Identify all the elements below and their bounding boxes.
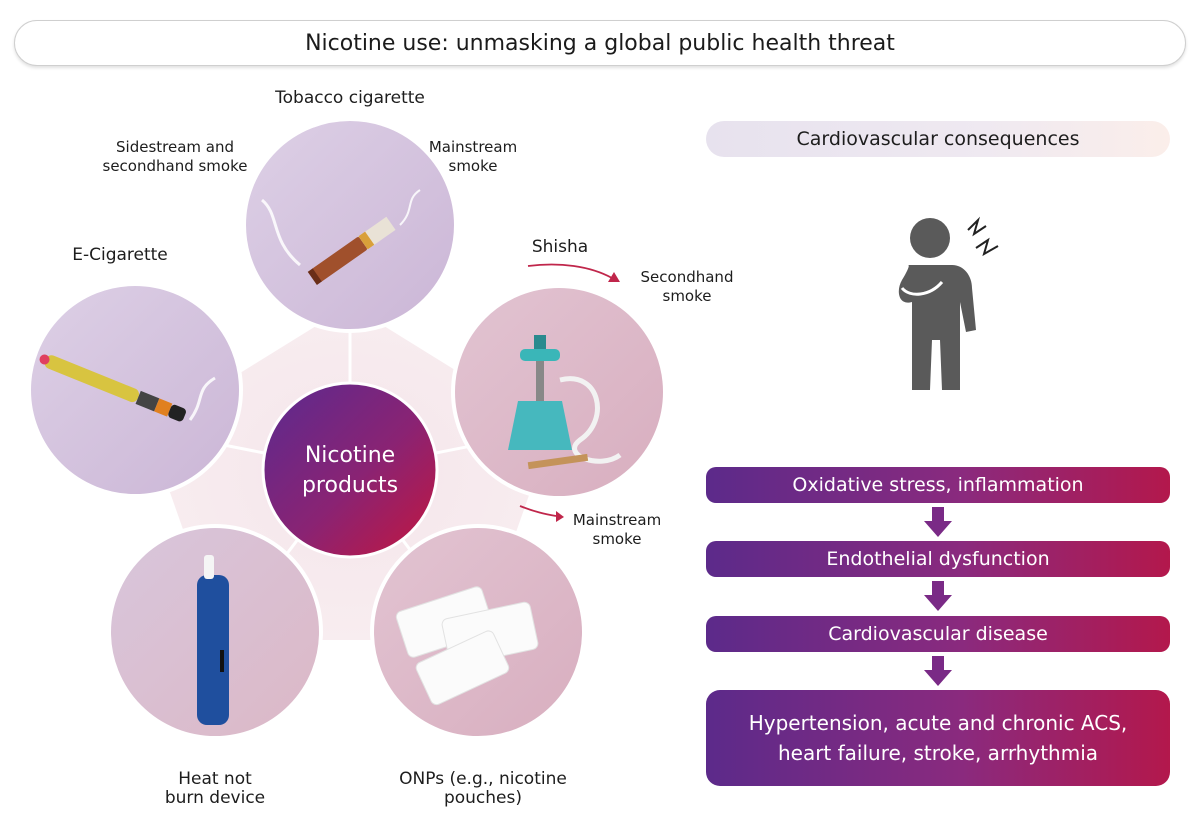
- sidestream-line-1: Sidestream and: [116, 138, 234, 156]
- heat-line-2: burn device: [164, 788, 266, 808]
- smoke-icon: [399, 189, 421, 226]
- heat-line-1: Heat not: [178, 769, 252, 789]
- heat-label: Heat not burn device: [135, 770, 295, 808]
- shisha-main-line-2: smoke: [592, 530, 642, 548]
- down-arrow-icon: [924, 581, 952, 611]
- sidestream-label: Sidestream and secondhand smoke: [90, 138, 260, 176]
- down-arrow-icon: [924, 507, 952, 537]
- cv-step-disease: Cardiovascular disease: [706, 616, 1170, 652]
- down-arrow-icon: [924, 656, 952, 686]
- onp-line-1: ONPs (e.g., nicotine: [399, 769, 567, 789]
- center-circle: [261, 381, 439, 559]
- cv-step-2-text: Endothelial dysfunction: [826, 548, 1050, 570]
- secondhand-line-2: smoke: [662, 287, 712, 305]
- tobacco-label: Tobacco cigarette: [250, 89, 450, 108]
- cv-outcomes-line-1: Hypertension, acute and chronic ACS,: [748, 711, 1128, 735]
- center-line-2: products: [301, 473, 399, 498]
- center-line-1: Nicotine: [304, 443, 396, 468]
- tobacco-text: Tobacco cigarette: [275, 88, 425, 108]
- mainstream-arrow: [519, 505, 557, 517]
- mainstream-line-2: smoke: [448, 157, 498, 175]
- mainstream-arrow-head: [556, 511, 564, 522]
- secondhand-arrow: [527, 263, 613, 279]
- shisha-mainstream-label: Mainstream smoke: [562, 511, 672, 549]
- secondhand-arrow-head: [608, 272, 620, 282]
- shisha-circle: [451, 284, 667, 500]
- smoke-icon: [188, 376, 216, 421]
- shisha-icon: [508, 335, 622, 470]
- smoke-icon: [260, 198, 301, 267]
- cv-outcomes-line-2: heart failure, stroke, arrhythmia: [777, 741, 1099, 765]
- title-bar: Nicotine use: unmasking a global public …: [14, 20, 1186, 66]
- onp-label: ONPs (e.g., nicotine pouches): [368, 770, 598, 808]
- shisha-text: Shisha: [531, 237, 589, 257]
- pouch-icon: [395, 586, 539, 706]
- page-title: Nicotine use: unmasking a global public …: [305, 30, 895, 56]
- ecig-icon: [39, 354, 186, 422]
- secondhand-label: Secondhand smoke: [632, 268, 742, 306]
- shisha-main-line-1: Mainstream: [572, 511, 662, 529]
- mainstream-line-1: Mainstream: [428, 138, 518, 156]
- cigarette-icon: [307, 216, 396, 285]
- center-label: Nicotine products: [265, 392, 435, 550]
- heat-device-icon: [197, 555, 229, 725]
- mainstream-label: Mainstream smoke: [418, 138, 528, 176]
- onp-line-2: pouches): [443, 788, 523, 808]
- secondhand-line-1: Secondhand: [640, 268, 734, 286]
- tobacco-circle: [242, 117, 458, 333]
- ecig-text: E-Cigarette: [72, 245, 168, 265]
- cv-step-3-text: Cardiovascular disease: [828, 623, 1048, 645]
- cv-step-endothelial: Endothelial dysfunction: [706, 541, 1170, 577]
- ecig-label: E-Cigarette: [40, 246, 200, 265]
- chest-pain-person-icon: [898, 216, 999, 390]
- cv-header-text: Cardiovascular consequences: [796, 128, 1080, 150]
- cv-step-oxidative: Oxidative stress, inflammation: [706, 467, 1170, 503]
- cv-outcomes: Hypertension, acute and chronic ACS, hea…: [706, 690, 1170, 786]
- cv-step-1-text: Oxidative stress, inflammation: [792, 474, 1084, 496]
- shisha-label: Shisha: [520, 238, 600, 257]
- cv-header: Cardiovascular consequences: [706, 121, 1170, 157]
- sidestream-line-2: secondhand smoke: [102, 157, 248, 175]
